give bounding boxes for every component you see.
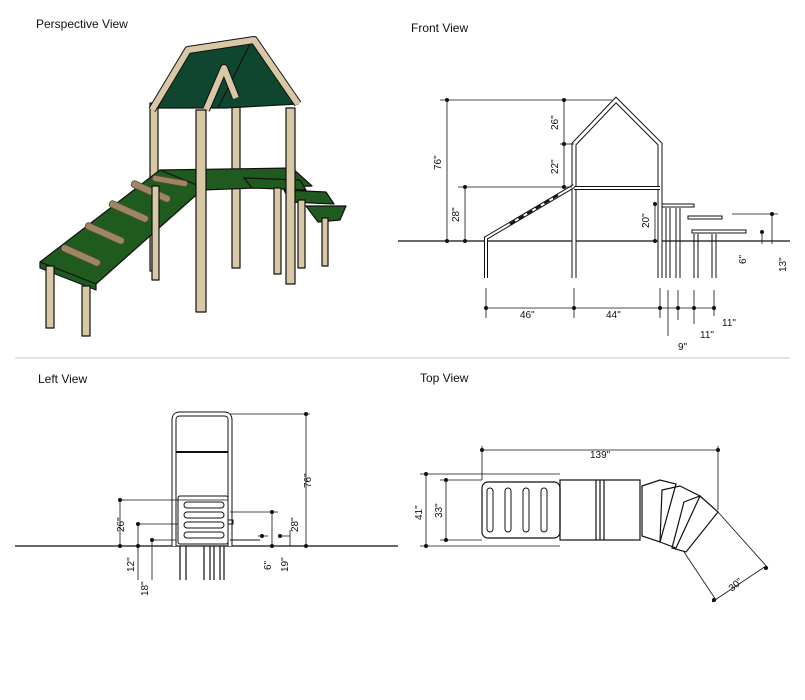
post [81,285,91,337]
dim-label: 28" [290,517,301,532]
bone-icons [60,174,189,267]
dim-label: 19" [280,557,291,572]
dim-label: 33" [434,503,445,518]
dim-label: 139" [590,450,611,461]
ramp [39,169,205,285]
left-view-title: Left View [38,372,88,386]
dim-label: 13" [778,257,789,272]
step-deck [305,205,347,223]
dim-label: 20" [641,213,652,228]
front-view-title: Front View [411,21,469,35]
dim-label: 18" [140,581,151,596]
dim-label: 46" [520,310,535,321]
post [45,265,55,329]
dim-label: 22" [550,159,561,174]
dim-label: 76" [433,155,444,170]
step-top [641,479,677,543]
left-dims [119,413,310,580]
perspective-drawing [39,36,347,337]
roof-frame [149,37,301,112]
dim-label: 9" [678,342,688,353]
front-drawing [398,96,790,336]
bone-icons [183,501,225,539]
dim-label: 44" [606,310,621,321]
post [297,199,306,269]
post [273,187,282,275]
ramp-profile [484,184,576,278]
dim-label: 26" [116,517,127,532]
dim-label: 11" [722,318,736,329]
left-dim-labels: 26" 12" 18" 76" 28" 6" 19" [116,473,314,596]
bone-icons [486,487,548,533]
post [285,107,296,285]
dim-label: 41" [414,505,425,520]
post [151,185,160,281]
post [195,109,207,313]
top-dim-labels: 139" 41" 33" 30" [414,450,746,594]
dim-label: 30" [727,576,746,594]
dim-dots [445,98,774,310]
dim-label: 28" [451,207,462,222]
top-view-title: Top View [420,371,469,385]
step-top [661,203,695,208]
dim-label: 11" [700,330,714,341]
left-drawing [15,411,398,580]
dim-label: 26" [550,115,561,130]
front-dims [440,99,778,336]
roof-ridge [217,39,253,109]
dim-label: 12" [126,557,137,572]
dim-label: 6" [738,254,749,264]
post [321,217,329,267]
ramp-top [481,481,561,539]
top-drawing [420,446,769,603]
front-dim-labels: 76" 28" 26" 22" 20" 46" 44" 9" 11" 11" 6… [433,115,789,353]
dim-label: 76" [303,473,314,488]
top-dims [420,446,769,603]
dim-label: 6" [263,560,274,570]
perspective-view-title: Perspective View [36,17,128,31]
